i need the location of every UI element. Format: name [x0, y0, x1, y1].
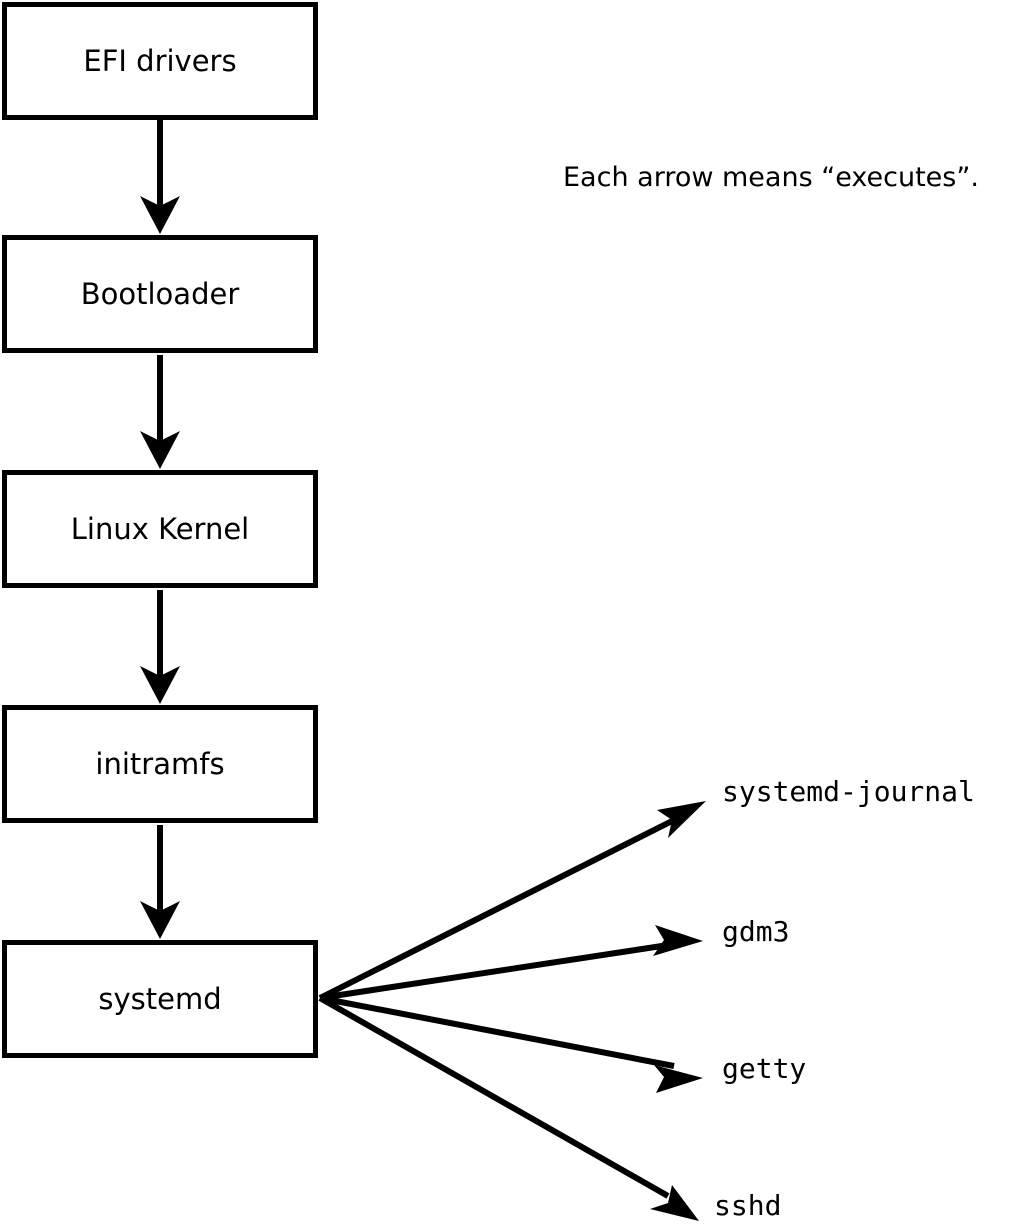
chain-arrow-bootloader-to-kernel [140, 355, 180, 469]
stage-box-bootloader[interactable]: Bootloader [2, 235, 318, 353]
stage-box-systemd[interactable]: systemd [2, 940, 318, 1058]
diagram-caption: Each arrow means “executes”. [563, 162, 979, 193]
stage-label-bootloader: Bootloader [80, 276, 240, 311]
chain-arrow-efi-to-bootloader [140, 120, 180, 234]
chain-arrow-kernel-to-initramfs [140, 590, 180, 704]
stage-label-systemd: systemd [98, 981, 222, 1016]
service-arrow-gdm3 [319, 925, 703, 1001]
stage-box-initramfs[interactable]: initramfs [2, 705, 318, 823]
service-label-getty: getty [722, 1052, 807, 1085]
stage-label-efi-drivers: EFI drivers [83, 43, 237, 78]
service-label-gdm3: gdm3 [722, 915, 790, 948]
stage-box-linux-kernel[interactable]: Linux Kernel [2, 470, 318, 588]
service-label-systemd-journal: systemd-journal [722, 775, 975, 808]
stage-box-efi-drivers[interactable]: EFI drivers [2, 2, 318, 120]
chain-arrow-initramfs-to-systemd [140, 825, 180, 939]
service-label-sshd: sshd [714, 1189, 782, 1222]
stage-label-initramfs: initramfs [95, 746, 225, 781]
service-arrow-sshd [318, 995, 699, 1221]
stage-label-linux-kernel: Linux Kernel [70, 511, 250, 546]
service-arrow-systemd-journal [318, 801, 706, 1001]
service-arrow-getty [319, 995, 703, 1093]
